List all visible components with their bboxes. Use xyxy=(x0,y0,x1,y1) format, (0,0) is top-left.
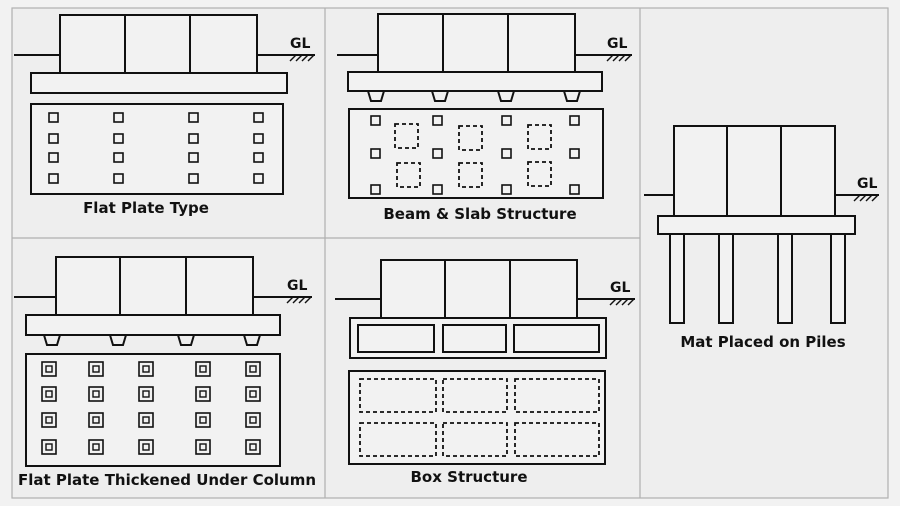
column-markers xyxy=(48,112,264,184)
panel-flat-plate xyxy=(14,14,315,195)
caption-flat-plate: Flat Plate Type xyxy=(83,199,209,217)
caption-mat-piles: Mat Placed on Piles xyxy=(680,333,845,351)
panel-box-structure xyxy=(335,259,607,465)
caption-flat-plate-thickened: Flat Plate Thickened Under Column xyxy=(18,471,316,489)
caption-box-structure: Box Structure xyxy=(411,468,528,486)
gl-label-2: GL xyxy=(607,36,627,52)
gl-label-1: GL xyxy=(290,36,310,52)
panel-flat-plate-thickened xyxy=(14,256,284,467)
gl-label-3: GL xyxy=(857,176,877,192)
caption-beam-slab: Beam & Slab Structure xyxy=(383,205,576,223)
panel-beam-slab xyxy=(337,13,606,199)
gl-label-4: GL xyxy=(287,278,307,294)
gl-label-5: GL xyxy=(610,280,630,296)
panel-mat-piles xyxy=(644,125,856,324)
